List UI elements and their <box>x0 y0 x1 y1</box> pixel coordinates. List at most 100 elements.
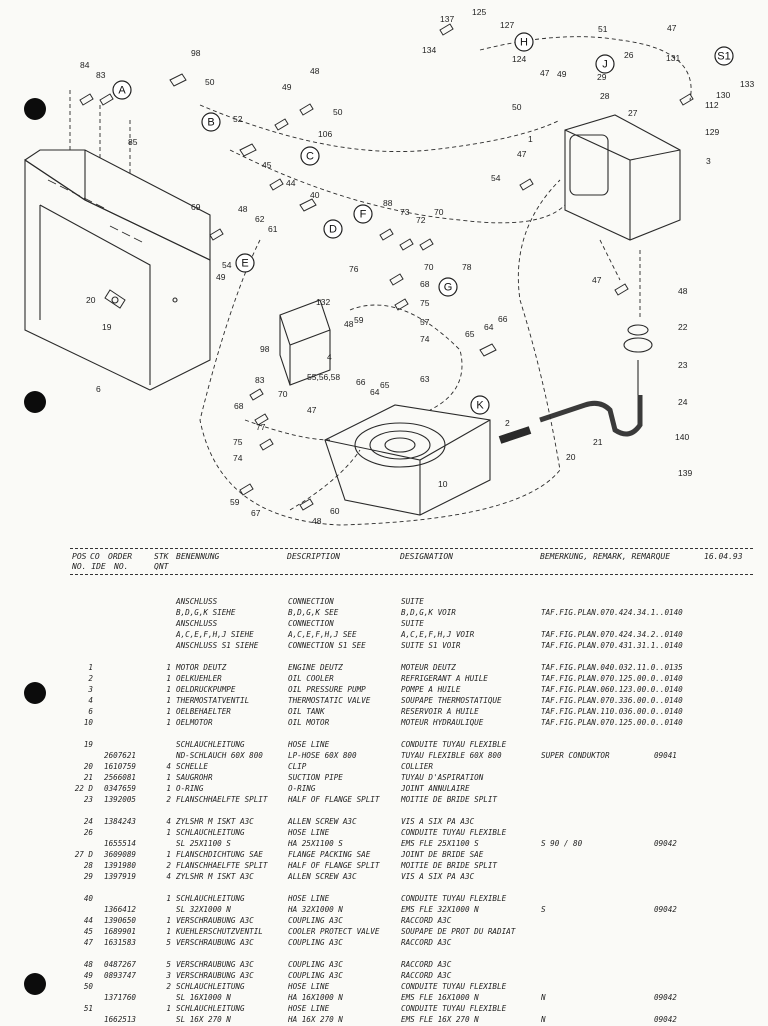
part-number-label: 3 <box>706 156 711 166</box>
part-number-label: 134 <box>422 45 436 55</box>
cell-description: COUPLING A3C <box>288 916 343 925</box>
cell-quantity: 1 <box>166 718 171 727</box>
cell-benennung: SCHELLE <box>176 762 209 771</box>
cell-quantity: 1 <box>166 663 171 672</box>
cell-description: OIL COOLER <box>288 674 334 683</box>
cell-designation: JOINT DE BRIDE SAE <box>401 850 484 859</box>
cell-description: HA 32X1000 N <box>288 905 343 914</box>
cell-designation: CONDUITE TUYAU FLEXIBLE <box>401 1004 507 1013</box>
part-number-label: 4 <box>327 352 332 362</box>
cell-quantity: 2 <box>166 795 171 804</box>
part-number-label: 26 <box>624 50 634 60</box>
cell-pos: 44 <box>83 916 93 925</box>
part-number-label: 75 <box>233 437 243 447</box>
part-number-label: 48 <box>238 204 248 214</box>
cell-description: CONNECTION <box>288 619 334 628</box>
cell-benennung: SCHLAUCHLEITUNG <box>176 828 245 837</box>
part-number-label: 48 <box>312 516 322 526</box>
part-number-label: 65 <box>465 329 475 339</box>
part-number-label: 10 <box>438 479 448 489</box>
part-number-label: 22 <box>678 322 688 332</box>
cell-benennung: O-RING <box>176 784 204 793</box>
svg-text:D: D <box>329 224 337 236</box>
svg-text:F: F <box>360 209 367 221</box>
part-number-label: 64 <box>484 322 494 332</box>
cell-pos: 29 <box>83 872 93 881</box>
cell-order-no: 1392005 <box>104 795 137 804</box>
part-number-label: 45 <box>262 160 272 170</box>
cell-remark: TAF.FIG.PLAN.040.032.11.0..0135 <box>541 663 683 672</box>
part-number-label: 74 <box>233 453 243 463</box>
col-stk: STK <box>154 552 169 561</box>
cell-benennung: B,D,G,K SIEHE <box>176 608 236 617</box>
cell-designation: REFRIGERANT A HUILE <box>401 674 488 683</box>
cell-order-no: 1390650 <box>104 916 137 925</box>
cell-quantity: 5 <box>166 938 171 947</box>
cell-order-no: 1689901 <box>104 927 137 936</box>
cell-description: COUPLING A3C <box>288 938 343 947</box>
part-number-label: 64 <box>370 387 380 397</box>
cell-description: HOSE LINE <box>288 1004 330 1013</box>
part-number-label: 60 <box>330 506 340 516</box>
cell-designation: SUITE S1 VOIR <box>401 641 461 650</box>
cell-designation: EMS FLE 32X1000 N <box>401 905 479 914</box>
part-number-label: 19 <box>102 322 112 332</box>
cell-remark: N <box>541 993 546 1002</box>
col-description: DESCRIPTION <box>287 552 340 561</box>
cell-order-no: 1384243 <box>104 817 137 826</box>
part-number-label: 49 <box>557 69 567 79</box>
part-number-label: 98 <box>260 344 270 354</box>
cell-benennung: SCHLAUCHLEITUNG <box>176 740 245 749</box>
cell-quantity: 1 <box>166 707 171 716</box>
cell-description: HALF OF FLANGE SPLIT <box>288 795 380 804</box>
cell-pos: 48 <box>83 960 93 969</box>
cell-pos: 45 <box>83 927 93 936</box>
part-number-label: 77 <box>256 422 266 432</box>
part-number-label: 88 <box>383 198 393 208</box>
cell-description: OIL TANK <box>288 707 325 716</box>
part-number-label: 67 <box>251 508 261 518</box>
part-number-label: 139 <box>678 468 692 478</box>
part-number-label: 47 <box>307 405 317 415</box>
cell-description: SUCTION PIPE <box>288 773 343 782</box>
cell-designation: EMS FLE 16X 270 N <box>401 1015 479 1024</box>
cell-pos: 24 <box>83 817 93 826</box>
cell-remark: TAF.FIG.PLAN.110.036.00.0..0140 <box>541 707 683 716</box>
sheet-date: 16.04.93 <box>704 552 743 561</box>
part-number-label: 98 <box>191 48 201 58</box>
cell-description: HA 25X1100 S <box>288 839 343 848</box>
part-number-label: 23 <box>678 360 688 370</box>
part-number-label: 85 <box>128 137 138 147</box>
cell-benennung: SCHLAUCHLEITUNG <box>176 1004 245 1013</box>
cell-remark: TAF.FIG.PLAN.070.125.00.0..0140 <box>541 718 683 727</box>
part-number-label: 66 <box>498 314 508 324</box>
cell-remark: TAF.FIG.PLAN.070.336.00.0..0140 <box>541 696 683 705</box>
part-number-label: 57 <box>420 317 430 327</box>
part-number-label: 70 <box>424 262 434 272</box>
cell-benennung: SAUGROHR <box>176 773 213 782</box>
part-number-label: 65 <box>380 380 390 390</box>
col-order: ORDER <box>108 552 133 561</box>
cell-description: HOSE LINE <box>288 982 330 991</box>
cell-remark: N <box>541 1015 546 1024</box>
cell-designation: TUYAU FLEXIBLE 60X 800 <box>401 751 502 760</box>
cell-designation: RESERVOIR A HUILE <box>401 707 479 716</box>
cell-code: 09042 <box>654 1015 677 1024</box>
cell-quantity: 1 <box>166 696 171 705</box>
cell-benennung: ZYLSHR M ISKT A3C <box>176 872 254 881</box>
part-number-label: 29 <box>597 72 607 82</box>
part-number-label: 130 <box>716 90 730 100</box>
callout-s1: S1 <box>714 46 734 66</box>
svg-text:E: E <box>241 258 248 270</box>
cell-pos: 4 <box>88 696 93 705</box>
svg-text:A: A <box>118 85 126 97</box>
